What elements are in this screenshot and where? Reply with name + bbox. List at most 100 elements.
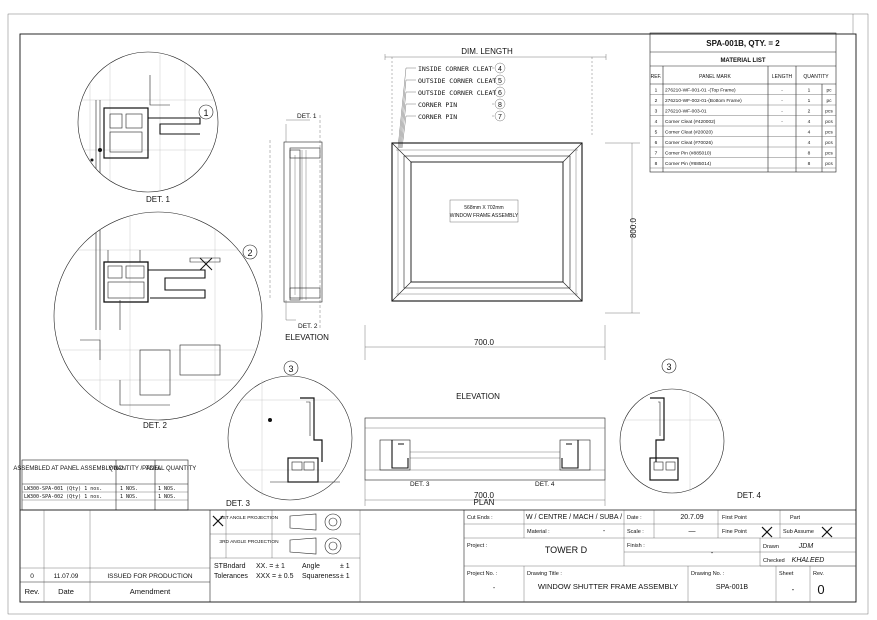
material-row-length: -	[781, 110, 783, 115]
col-ref-header: REF.	[651, 74, 662, 80]
date-label: Date :	[627, 515, 642, 521]
finish-label: Finish :	[627, 543, 645, 549]
det-3-label: DET. 3	[226, 499, 251, 508]
drawing-no-value: SPA-001B	[716, 584, 748, 591]
fine-point-check-icon	[761, 526, 773, 538]
projection-circle-icon-2	[324, 537, 342, 555]
finish-value: -	[711, 550, 714, 557]
material-row-qty: 8	[808, 151, 811, 157]
assembly-col2-header: QUANTITY /PANEL	[109, 466, 162, 472]
material-row-qty: 4	[808, 119, 811, 125]
col-mark-header: PANEL MARK	[699, 74, 731, 80]
callout-label: CORNER PIN	[418, 101, 457, 109]
detail-2-circle: 2 DET. 2	[53, 211, 263, 430]
first-angle-label: 1ST ANGLE PROJECTION	[220, 515, 279, 521]
dimension-700-top: 700.0	[364, 325, 606, 360]
detail-1-circle: 1 DET. 1	[77, 51, 219, 204]
callout-bubble	[494, 74, 506, 86]
callout-bubble	[494, 86, 506, 98]
dim-700-plan-text: 700.0	[474, 491, 495, 500]
material-row-unit: pc	[826, 99, 832, 104]
elevation-side-label: ELEVATION	[285, 333, 329, 342]
sub-assume-label: Sub Assume	[783, 529, 814, 535]
material-value: -	[603, 528, 606, 535]
squareness-label: Squareness	[302, 573, 340, 580]
sheet-label: Sheet	[779, 571, 794, 577]
material-row-ref: 7	[655, 151, 658, 157]
col-quantity-header: QUANTITY	[803, 74, 829, 80]
material-row-mark: Corner Pin (#885014)	[665, 161, 712, 167]
callout-label: OUTSIDE CORNER CLEAT	[418, 77, 496, 85]
material-list-header: SPA-001B, QTY. = 2	[706, 39, 780, 48]
sheet-value: -	[792, 585, 795, 594]
checked-label: Checked	[763, 558, 785, 564]
bubble-1: 1	[203, 108, 208, 118]
material-row-unit: pcs	[825, 110, 833, 115]
frame-size-text: 568mm X 702mm	[464, 205, 503, 211]
main-frame-elevation: 568mm X 702mm WINDOW FRAME ASSEMBLY	[391, 142, 583, 302]
det-4-small-label: DET. 4	[535, 481, 555, 488]
projection-cone-icon-2	[289, 537, 317, 555]
rev-header-rev: Rev.	[25, 587, 40, 596]
sheet-border	[19, 33, 857, 603]
dimension-800: 800.0	[605, 142, 640, 314]
first-angle-check-icon	[212, 515, 224, 527]
tolerance-xxx: XXX = ± 0.5	[256, 573, 294, 580]
part-label: Part	[790, 515, 801, 521]
rev-label: Rev.	[813, 571, 824, 577]
material-row-ref: 3	[655, 109, 658, 115]
det-3-small-label: DET. 3	[410, 481, 430, 488]
det-1-small-label: DET. 1	[297, 113, 317, 120]
frame-name-text: WINDOW FRAME ASSEMBLY	[450, 213, 519, 219]
dim-length-label: DIM. LENGTH	[461, 47, 513, 56]
assembly-table: ASSEMBLED AT PANEL ASSEMBLY NO. QUANTITY…	[13, 459, 196, 511]
rev-row-date: 11.07.09	[54, 573, 79, 580]
material-row-length: -	[781, 120, 783, 125]
rev-value: 0	[817, 582, 824, 597]
material-row-unit: pcs	[825, 120, 833, 125]
assembly-row-2-total: 1 NOS.	[158, 494, 176, 500]
rev-row-rev: 0	[30, 573, 34, 580]
material-row-ref: 6	[655, 140, 658, 146]
callout-bubble	[494, 98, 506, 110]
scale-value: —	[689, 528, 696, 535]
cut-ends-label: Cut Ends :	[467, 515, 493, 521]
angle-value: ± 1	[340, 563, 350, 570]
sub-assume-check-icon	[821, 526, 833, 538]
rev-header-amendment: Amendment	[130, 587, 171, 596]
callout-bubble	[494, 62, 506, 74]
material-row-ref: 8	[655, 161, 658, 167]
material-row-mark: 276210-WF-001-01 -(Top Frame)	[665, 88, 736, 94]
plan-view: 700.0 DET. 3 DET. 4 PLAN	[364, 417, 606, 507]
material-row-qty: 1	[808, 98, 811, 104]
assembly-row-2: LW300-SPA-002 (Qty) 1 nos.	[24, 494, 102, 500]
bubble-3-left: 3	[288, 364, 293, 374]
material-row-unit: pcs	[825, 131, 833, 136]
tolerance-xx: XX. = ± 1	[256, 563, 285, 570]
material-row-qty: 8	[808, 161, 811, 167]
material-row-mark: Corner Pin (#885010)	[665, 151, 712, 157]
dim-800-text: 800.0	[629, 217, 638, 238]
svg-text:ASSEMBLED AT PANEL ASSEMBLY NO: ASSEMBLED AT PANEL ASSEMBLY NO.	[13, 466, 125, 472]
material-list-table: SPA-001B, QTY. = 2 MATERIAL LIST REF. PA…	[649, 32, 837, 173]
first-point-label: First Point	[722, 515, 747, 521]
bubble-2: 2	[247, 248, 252, 258]
callout-bubble	[494, 110, 506, 122]
bubble-3-right: 3	[666, 362, 671, 372]
fine-point-label: Fine Point	[722, 529, 747, 535]
material-row-unit: pcs	[825, 141, 833, 146]
material-row-qty: 4	[808, 140, 811, 146]
callout-number: 5	[498, 78, 502, 85]
det-4-label: DET. 4	[737, 491, 762, 500]
material-row-mark: Corner Cleat (#20020)	[665, 130, 713, 136]
scale-label: Scale :	[627, 529, 644, 535]
callout-label: INSIDE CORNER CLEAT	[418, 65, 492, 73]
assembly-row-1-total: 1 NOS.	[158, 486, 176, 492]
project-no-label: Project No. :	[467, 571, 498, 577]
assembly-row-2-qty: 1 NOS.	[120, 494, 138, 500]
squareness-value: ± 1	[340, 573, 350, 580]
assembly-row-1: LW300-SPA-001 (Qty) 1 nos.	[24, 486, 102, 492]
material-row-mark: Corner Cleat (#70026)	[665, 140, 713, 146]
